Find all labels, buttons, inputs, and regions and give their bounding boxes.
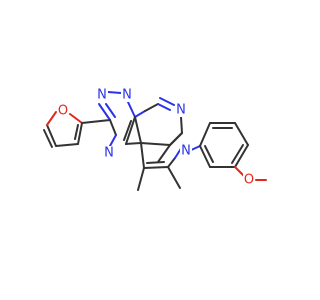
bond [199,145,211,168]
label-background [121,88,133,102]
bond [123,120,132,141]
label-background [180,144,192,158]
bond [43,129,53,148]
label-background [175,103,187,117]
bond [134,116,142,144]
bond [134,110,146,118]
bond [144,103,159,112]
atom-n-triazole-bottom: N [104,146,114,161]
bond-lines [43,91,267,191]
bond [231,144,244,164]
bond [127,101,136,118]
label-background [96,88,108,102]
bond [109,134,117,147]
bond [109,119,117,136]
bond [159,97,175,106]
atom-n-triazole-top-right: N [122,88,132,103]
atom-o-furan: O [58,104,68,119]
bond [98,103,111,121]
molecule-structure: N N N N N O O [43,88,267,191]
label-background [103,146,115,160]
bond [169,132,183,146]
label-background [57,104,69,118]
bond [146,161,165,164]
atom-labels: N N N N N O O [57,88,255,188]
bond [157,103,171,111]
bond [140,142,171,146]
bond [46,111,57,126]
label-background [243,173,255,187]
bond [55,143,79,147]
bond [105,103,116,118]
bond [140,142,145,169]
bond [234,166,245,177]
bond [137,167,145,191]
bond [234,144,249,168]
atom-n-pyrimidine: N [176,103,186,118]
bond [180,116,183,134]
bond [107,91,122,94]
bond [125,116,136,145]
bond [157,144,171,163]
bond [74,124,79,140]
bond [199,122,211,147]
bond [77,122,83,145]
bond [143,166,169,169]
bond [81,119,111,124]
bond [125,142,142,145]
bond [167,157,176,168]
bond [234,122,249,146]
bond [167,166,181,189]
atom-n-pyrrole: N [181,144,191,159]
bond [204,145,214,163]
bond [46,124,57,147]
atom-n-triazole-top-left: N [97,88,107,103]
bond [69,113,83,124]
atom-o-methoxy: O [244,173,254,188]
